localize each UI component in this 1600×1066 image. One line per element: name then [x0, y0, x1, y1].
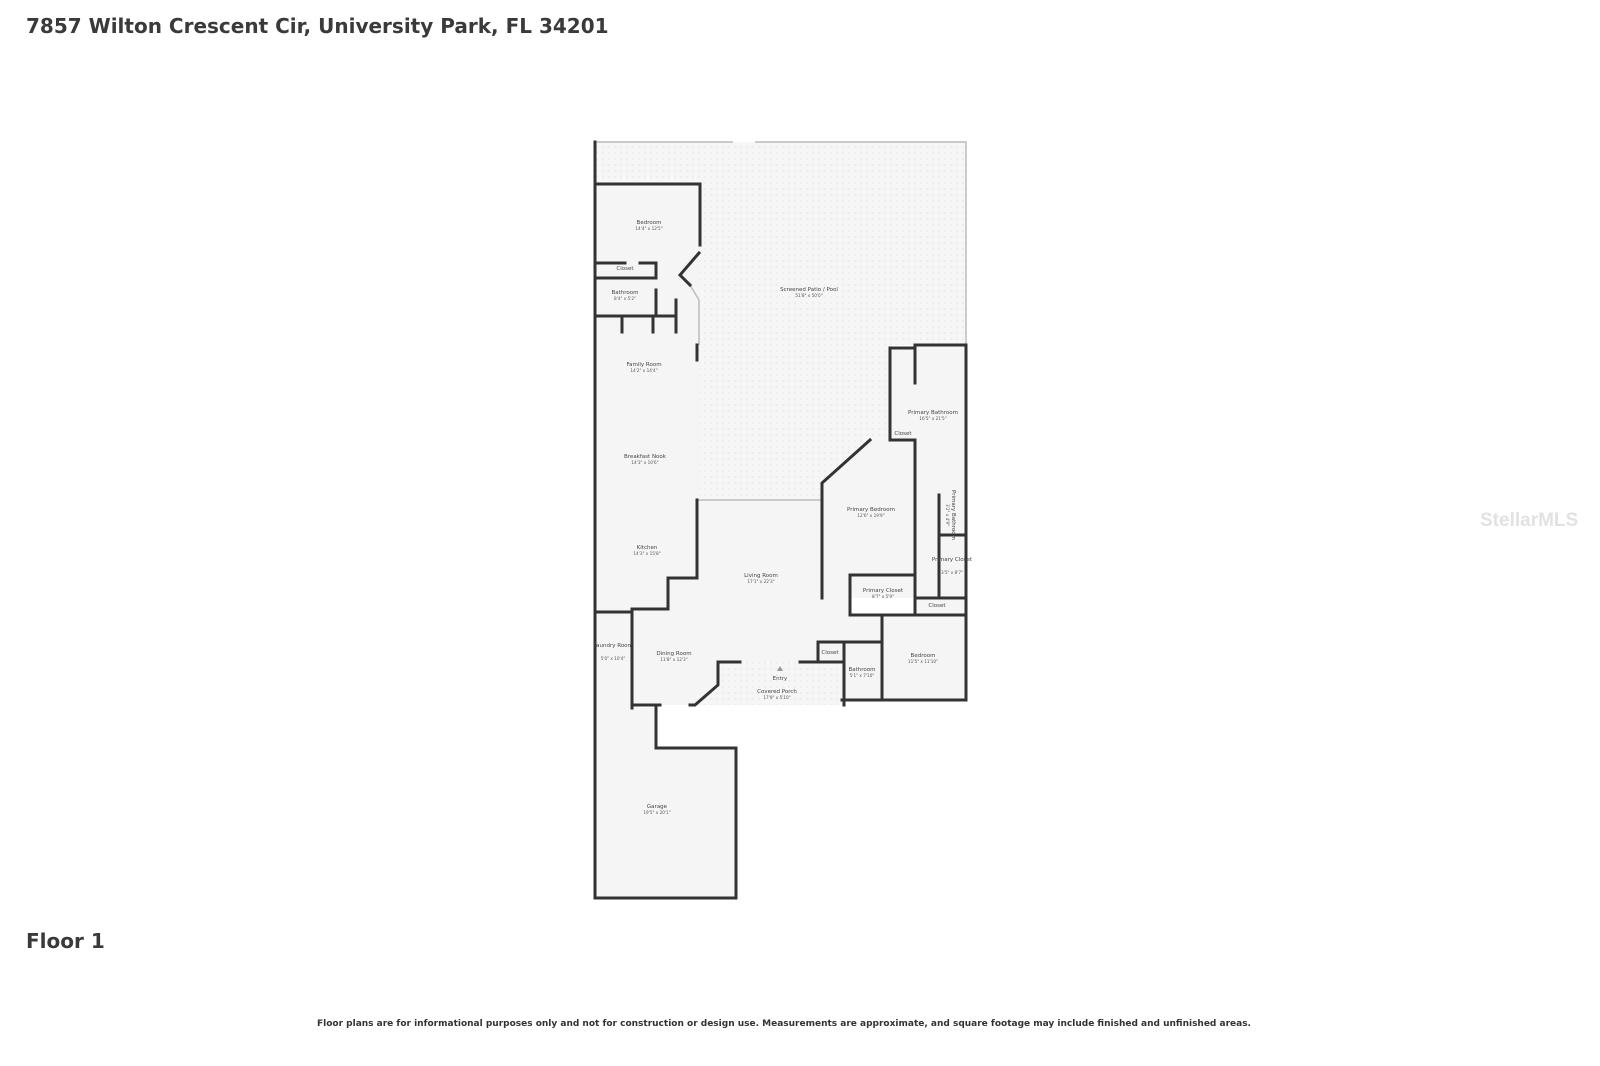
room-dims: 3'5" x 8'7" — [941, 570, 963, 575]
room-dims: 12'6" x 19'9" — [857, 513, 884, 518]
room-dims: 16'5" x 21'5" — [919, 416, 946, 421]
room-dims: 11'5" x 11'10" — [908, 659, 938, 664]
room-dims: 5'1" x 7'10" — [850, 673, 875, 678]
room-name: Bedroom — [911, 653, 936, 659]
room-name: Closet — [821, 650, 839, 656]
floor-fills — [595, 142, 966, 898]
room-name: Primary Closet — [863, 588, 904, 594]
room-name: Primary Bathroom — [950, 490, 956, 540]
walls — [593, 140, 968, 900]
room-name: Garage — [647, 804, 668, 810]
room-dims: 14'4" x 12'5" — [635, 226, 662, 231]
room-name: Closet — [928, 603, 946, 609]
entry-arrow-icon — [777, 666, 783, 671]
room-dims: 17'9" x 5'10" — [763, 695, 790, 700]
floor-label: Floor 1 — [26, 929, 105, 953]
room-dims: 3'2" x 4'9" — [945, 504, 950, 526]
room-dims: 8'7" x 5'9" — [872, 594, 894, 599]
room-dims: 14'3" x 10'6" — [631, 460, 658, 465]
room-labels: Bedroom 14'4" x 12'5" Closet Bathroom 8'… — [593, 220, 973, 815]
room-name: Bedroom — [637, 220, 662, 226]
room-name: Closet — [894, 431, 912, 437]
room-name: Dining Room — [656, 651, 691, 657]
room-dims: 17'1" x 22'3" — [747, 579, 774, 584]
room-name: Covered Porch — [757, 689, 797, 695]
room-name: Primary Closet — [932, 557, 973, 563]
room-name: Closet — [616, 266, 634, 272]
room-name: Entry — [773, 676, 788, 682]
room-name: Laundry Room — [593, 643, 633, 649]
room-name: Living Room — [744, 573, 778, 579]
room-dims: 5'0" x 10'4" — [601, 656, 626, 661]
room-name: Bathroom — [848, 667, 875, 673]
property-address: 7857 Wilton Crescent Cir, University Par… — [26, 14, 609, 38]
room-name: Bathroom — [611, 290, 638, 296]
room-name: Breakfast Nook — [624, 454, 667, 460]
room-dims: 19'5" x 20'1" — [643, 810, 670, 815]
room-dims: 14'2" x 14'4" — [630, 368, 657, 373]
room-name: Primary Bedroom — [847, 507, 895, 513]
room-dims: 14'3" x 15'8" — [633, 551, 660, 556]
room-dims: 11'8" x 12'3" — [660, 657, 687, 662]
room-name: Primary Bathroom — [908, 410, 958, 416]
disclaimer: Floor plans are for informational purpos… — [317, 1019, 1251, 1029]
room-dims: 8'4" x 5'2" — [614, 296, 636, 301]
watermark: StellarMLS — [1480, 510, 1579, 531]
room-dims: 51'8" x 50'0" — [795, 293, 822, 298]
room-name: Kitchen — [637, 545, 658, 551]
room-name: Family Room — [626, 362, 661, 368]
thin-boundaries — [595, 141, 967, 501]
room-name: Screened Patio / Pool — [780, 287, 838, 293]
